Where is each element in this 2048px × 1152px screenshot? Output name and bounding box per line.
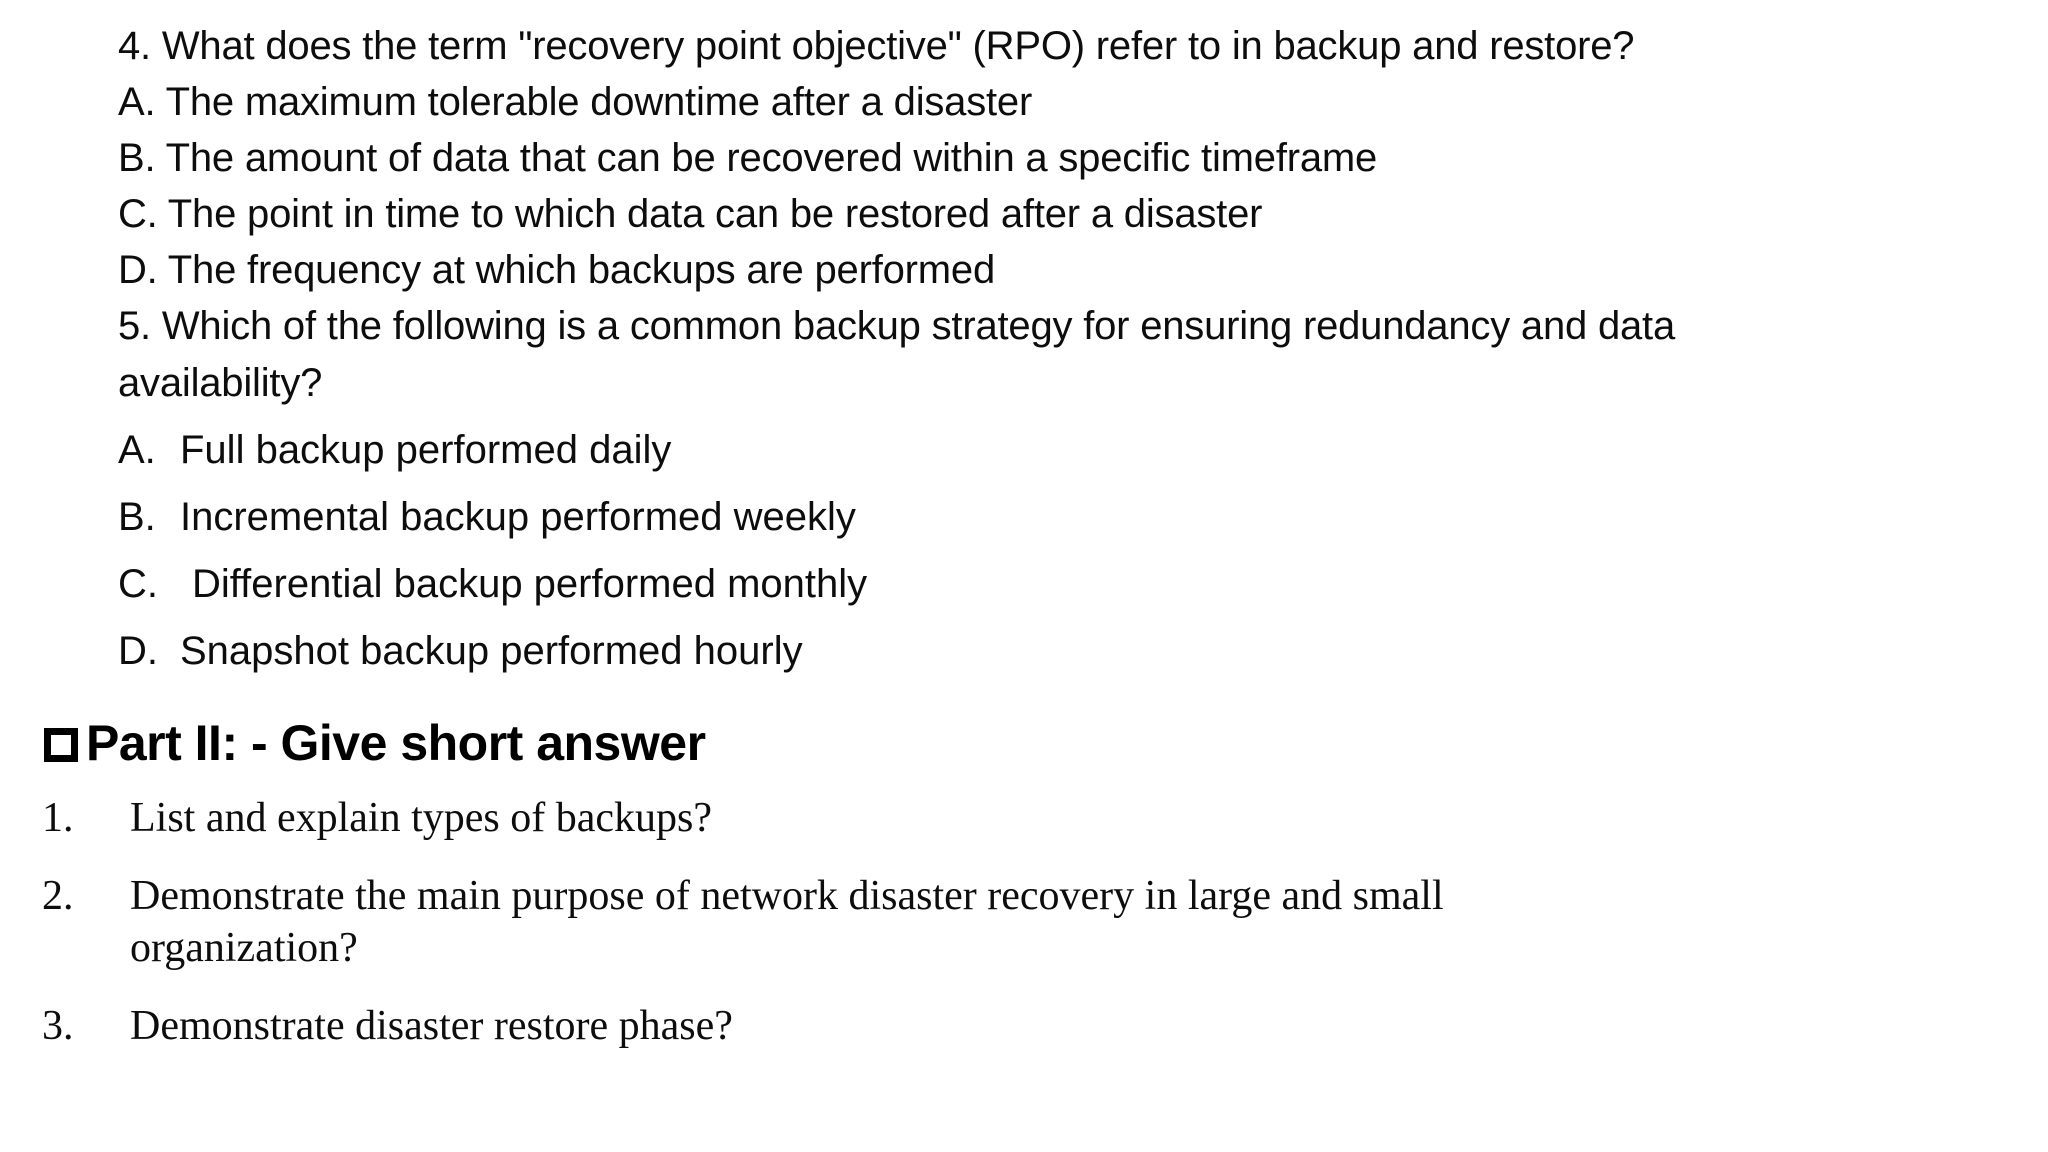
short-answer-item-3: 3. Demonstrate disaster restore phase?	[42, 1000, 1942, 1052]
question-4-option-c: C. The point in time to which data can b…	[118, 192, 1263, 236]
list-marker: 1.	[42, 795, 74, 841]
list-marker: 3.	[42, 1003, 74, 1049]
question-4-option-d: D. The frequency at which backups are pe…	[118, 248, 995, 292]
option-marker: D.	[118, 629, 158, 673]
option-marker: C.	[118, 562, 158, 606]
list-marker: 2.	[42, 873, 74, 919]
list-item-text: Demonstrate the main purpose of network …	[130, 873, 1444, 971]
option-label: Snapshot backup performed hourly	[180, 629, 803, 673]
question-5-stem-line-1: 5. Which of the following is a common ba…	[118, 304, 1676, 348]
question-5-option-d: D. Snapshot backup performed hourly	[118, 618, 1998, 685]
question-4-stem: 4. What does the term "recovery point ob…	[118, 24, 1635, 68]
option-label: Full backup performed daily	[180, 428, 672, 472]
option-label: Differential backup performed monthly	[192, 562, 868, 606]
question-5-stem-line-2: availability?	[118, 361, 323, 405]
list-item-text: Demonstrate disaster restore phase?	[130, 1003, 733, 1049]
box-bullet-icon	[44, 728, 78, 762]
option-marker: B.	[118, 495, 156, 539]
question-4-option-b: B. The amount of data that can be recove…	[118, 136, 1378, 180]
short-answer-list: 1. List and explain types of backups? 2.…	[42, 792, 1942, 1078]
option-label: Incremental backup performed weekly	[180, 495, 856, 539]
question-5-option-b: B. Incremental backup performed weekly	[118, 484, 1998, 551]
short-answer-item-1: 1. List and explain types of backups?	[42, 792, 1942, 844]
multiple-choice-block: 4. What does the term "recovery point ob…	[118, 18, 1998, 685]
question-5-option-c: C. Differential backup performed monthly	[118, 551, 1998, 618]
short-answer-item-2: 2. Demonstrate the main purpose of netwo…	[42, 870, 1942, 974]
question-4-option-a: A. The maximum tolerable downtime after …	[118, 80, 1033, 124]
question-5-option-a: A. Full backup performed daily	[118, 417, 1998, 484]
list-item-text: List and explain types of backups?	[130, 795, 713, 841]
option-marker: A.	[118, 428, 156, 472]
part-two-heading-text: Part II: - Give short answer	[86, 715, 706, 771]
part-two-heading: Part II: - Give short answer	[44, 712, 706, 774]
